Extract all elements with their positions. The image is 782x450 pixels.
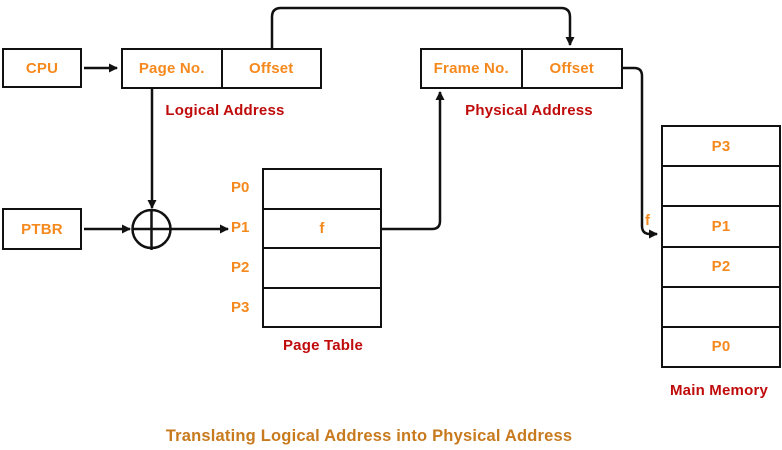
main-memory-row: P1 bbox=[663, 205, 779, 245]
page-table-row bbox=[264, 170, 380, 208]
main-memory-row bbox=[663, 165, 779, 205]
arrow-physical-to-main-memory bbox=[623, 66, 658, 239]
main-memory-caption: Main Memory bbox=[669, 382, 769, 399]
logical-page-no-cell: Page No. bbox=[123, 50, 221, 87]
main-memory: P3 P1 P2 P0 bbox=[661, 125, 781, 368]
page-table-row-label-p1: P1 bbox=[231, 219, 250, 236]
arrow-logical-offset-to-physical-offset bbox=[270, 6, 575, 48]
physical-address-caption: Physical Address bbox=[465, 102, 593, 119]
physical-offset-label: Offset bbox=[549, 60, 595, 77]
page-table-row bbox=[264, 286, 380, 327]
page-table-caption: Page Table bbox=[282, 337, 364, 354]
diagram-title: Translating Logical Address into Physica… bbox=[165, 427, 573, 445]
adder-circle bbox=[131, 208, 172, 250]
main-memory-row: P3 bbox=[711, 137, 731, 155]
page-table-row-label-p3: P3 bbox=[231, 299, 250, 316]
logical-offset-label: Offset bbox=[248, 60, 294, 77]
page-table: f bbox=[262, 168, 382, 328]
logical-page-no-label: Page No. bbox=[138, 60, 205, 77]
page-table-row-label-p0: P0 bbox=[231, 179, 250, 196]
ptbr-label: PTBR bbox=[21, 220, 63, 238]
main-memory-row bbox=[663, 285, 779, 326]
physical-frame-no-label: Frame No. bbox=[433, 60, 509, 77]
logical-address-box: Page No. Offset bbox=[121, 48, 322, 89]
logical-offset-cell: Offset bbox=[220, 50, 321, 87]
cpu-box: CPU bbox=[2, 48, 82, 88]
physical-offset-cell: Offset bbox=[520, 50, 622, 87]
main-memory-row: P2 bbox=[663, 245, 779, 286]
main-memory-row: P0 bbox=[663, 325, 779, 366]
page-table-row bbox=[264, 247, 380, 287]
adder-plus-icon bbox=[132, 210, 171, 250]
physical-address-box: Frame No. Offset bbox=[420, 48, 623, 89]
frame-pointer-label: f bbox=[645, 212, 650, 229]
cpu-label: CPU bbox=[25, 59, 59, 77]
logical-address-caption: Logical Address bbox=[165, 102, 285, 119]
physical-frame-no-cell: Frame No. bbox=[422, 50, 521, 87]
page-table-row-label-p2: P2 bbox=[231, 259, 250, 276]
ptbr-box: PTBR bbox=[2, 208, 82, 250]
page-table-row: f bbox=[264, 207, 380, 248]
